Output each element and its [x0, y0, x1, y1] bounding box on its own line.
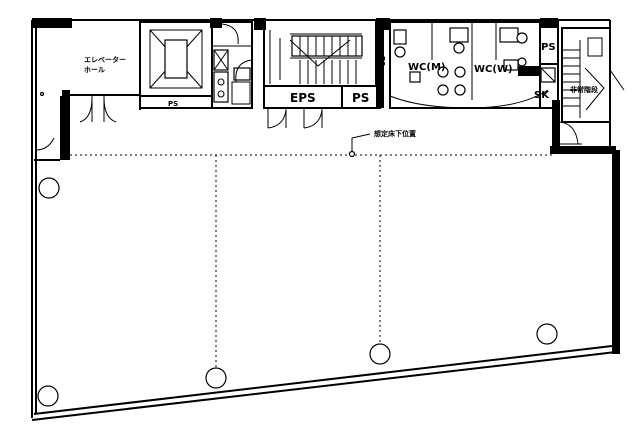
ps-left-label: PS	[168, 100, 178, 108]
column-top-left	[38, 177, 60, 199]
column-bottom-mid2	[369, 343, 391, 365]
ps-wc-label: PS	[378, 56, 386, 66]
emergency-stair-label: 非常階段	[570, 85, 598, 94]
ps-right-label: PS	[541, 42, 556, 53]
elevator-hall-label-2: ホール	[84, 66, 105, 74]
eps-label: EPS	[290, 91, 316, 105]
column-bottom-mid1	[205, 367, 227, 389]
office-area	[31, 20, 620, 421]
column-bottom-right	[536, 323, 558, 345]
emergency-stair	[561, 27, 625, 123]
sk-label: SK	[534, 90, 550, 101]
core-outline	[31, 18, 611, 160]
elevator-hall-label-1: エレベーター	[84, 55, 126, 64]
central-stair	[263, 19, 384, 109]
ps-center-label: PS	[352, 91, 369, 105]
column-bottom-left	[37, 385, 59, 407]
ceiling-note-label: 想定床下位置	[374, 129, 416, 138]
wc-men-label: WC(M)	[408, 62, 445, 73]
stair-doors	[79, 95, 323, 129]
wc-women-label: WC(W)	[474, 64, 513, 75]
